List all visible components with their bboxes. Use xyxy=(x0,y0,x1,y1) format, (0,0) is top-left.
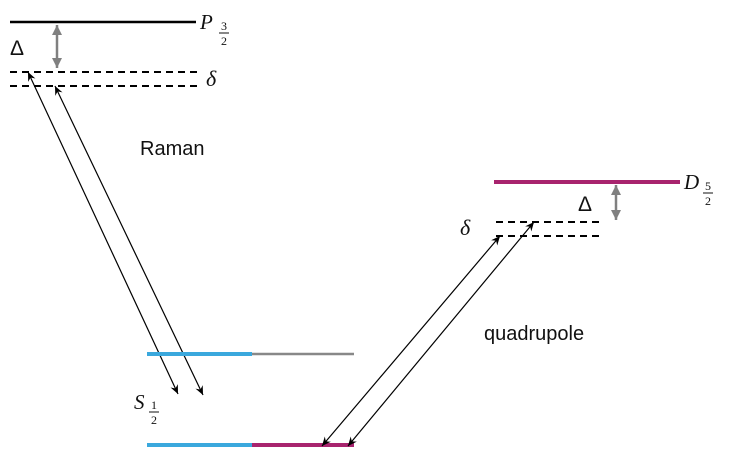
d-level-denominator: 2 xyxy=(705,194,711,208)
quadrupole-arrow-1 xyxy=(321,235,501,447)
raman-arrow-1 xyxy=(27,71,179,395)
p-level-numerator: 3 xyxy=(221,19,227,33)
d-level-symbol: D xyxy=(683,170,699,194)
raman-arrow-2 xyxy=(54,85,204,396)
s-level-symbol: S xyxy=(134,390,145,414)
s-level-denominator: 2 xyxy=(151,413,157,427)
quadrupole-arrow-2 xyxy=(347,221,535,447)
raman-label: Raman xyxy=(140,138,204,160)
s-level-numerator: 1 xyxy=(151,398,157,412)
upper-detuning-label: δ xyxy=(206,66,217,91)
upper-delta-label: Δ xyxy=(10,37,24,60)
p-level-denominator: 2 xyxy=(221,34,227,48)
d-level-label: D 5 2 xyxy=(683,170,713,208)
quadrupole-label: quadrupole xyxy=(484,323,584,345)
right-delta-label: Δ xyxy=(578,193,592,216)
d-level-numerator: 5 xyxy=(705,179,711,193)
p-level-label: P 3 2 xyxy=(199,10,229,48)
s-level-label: S 1 2 xyxy=(134,390,159,427)
p-level-symbol: P xyxy=(199,10,213,34)
right-detuning-label: δ xyxy=(460,215,471,240)
